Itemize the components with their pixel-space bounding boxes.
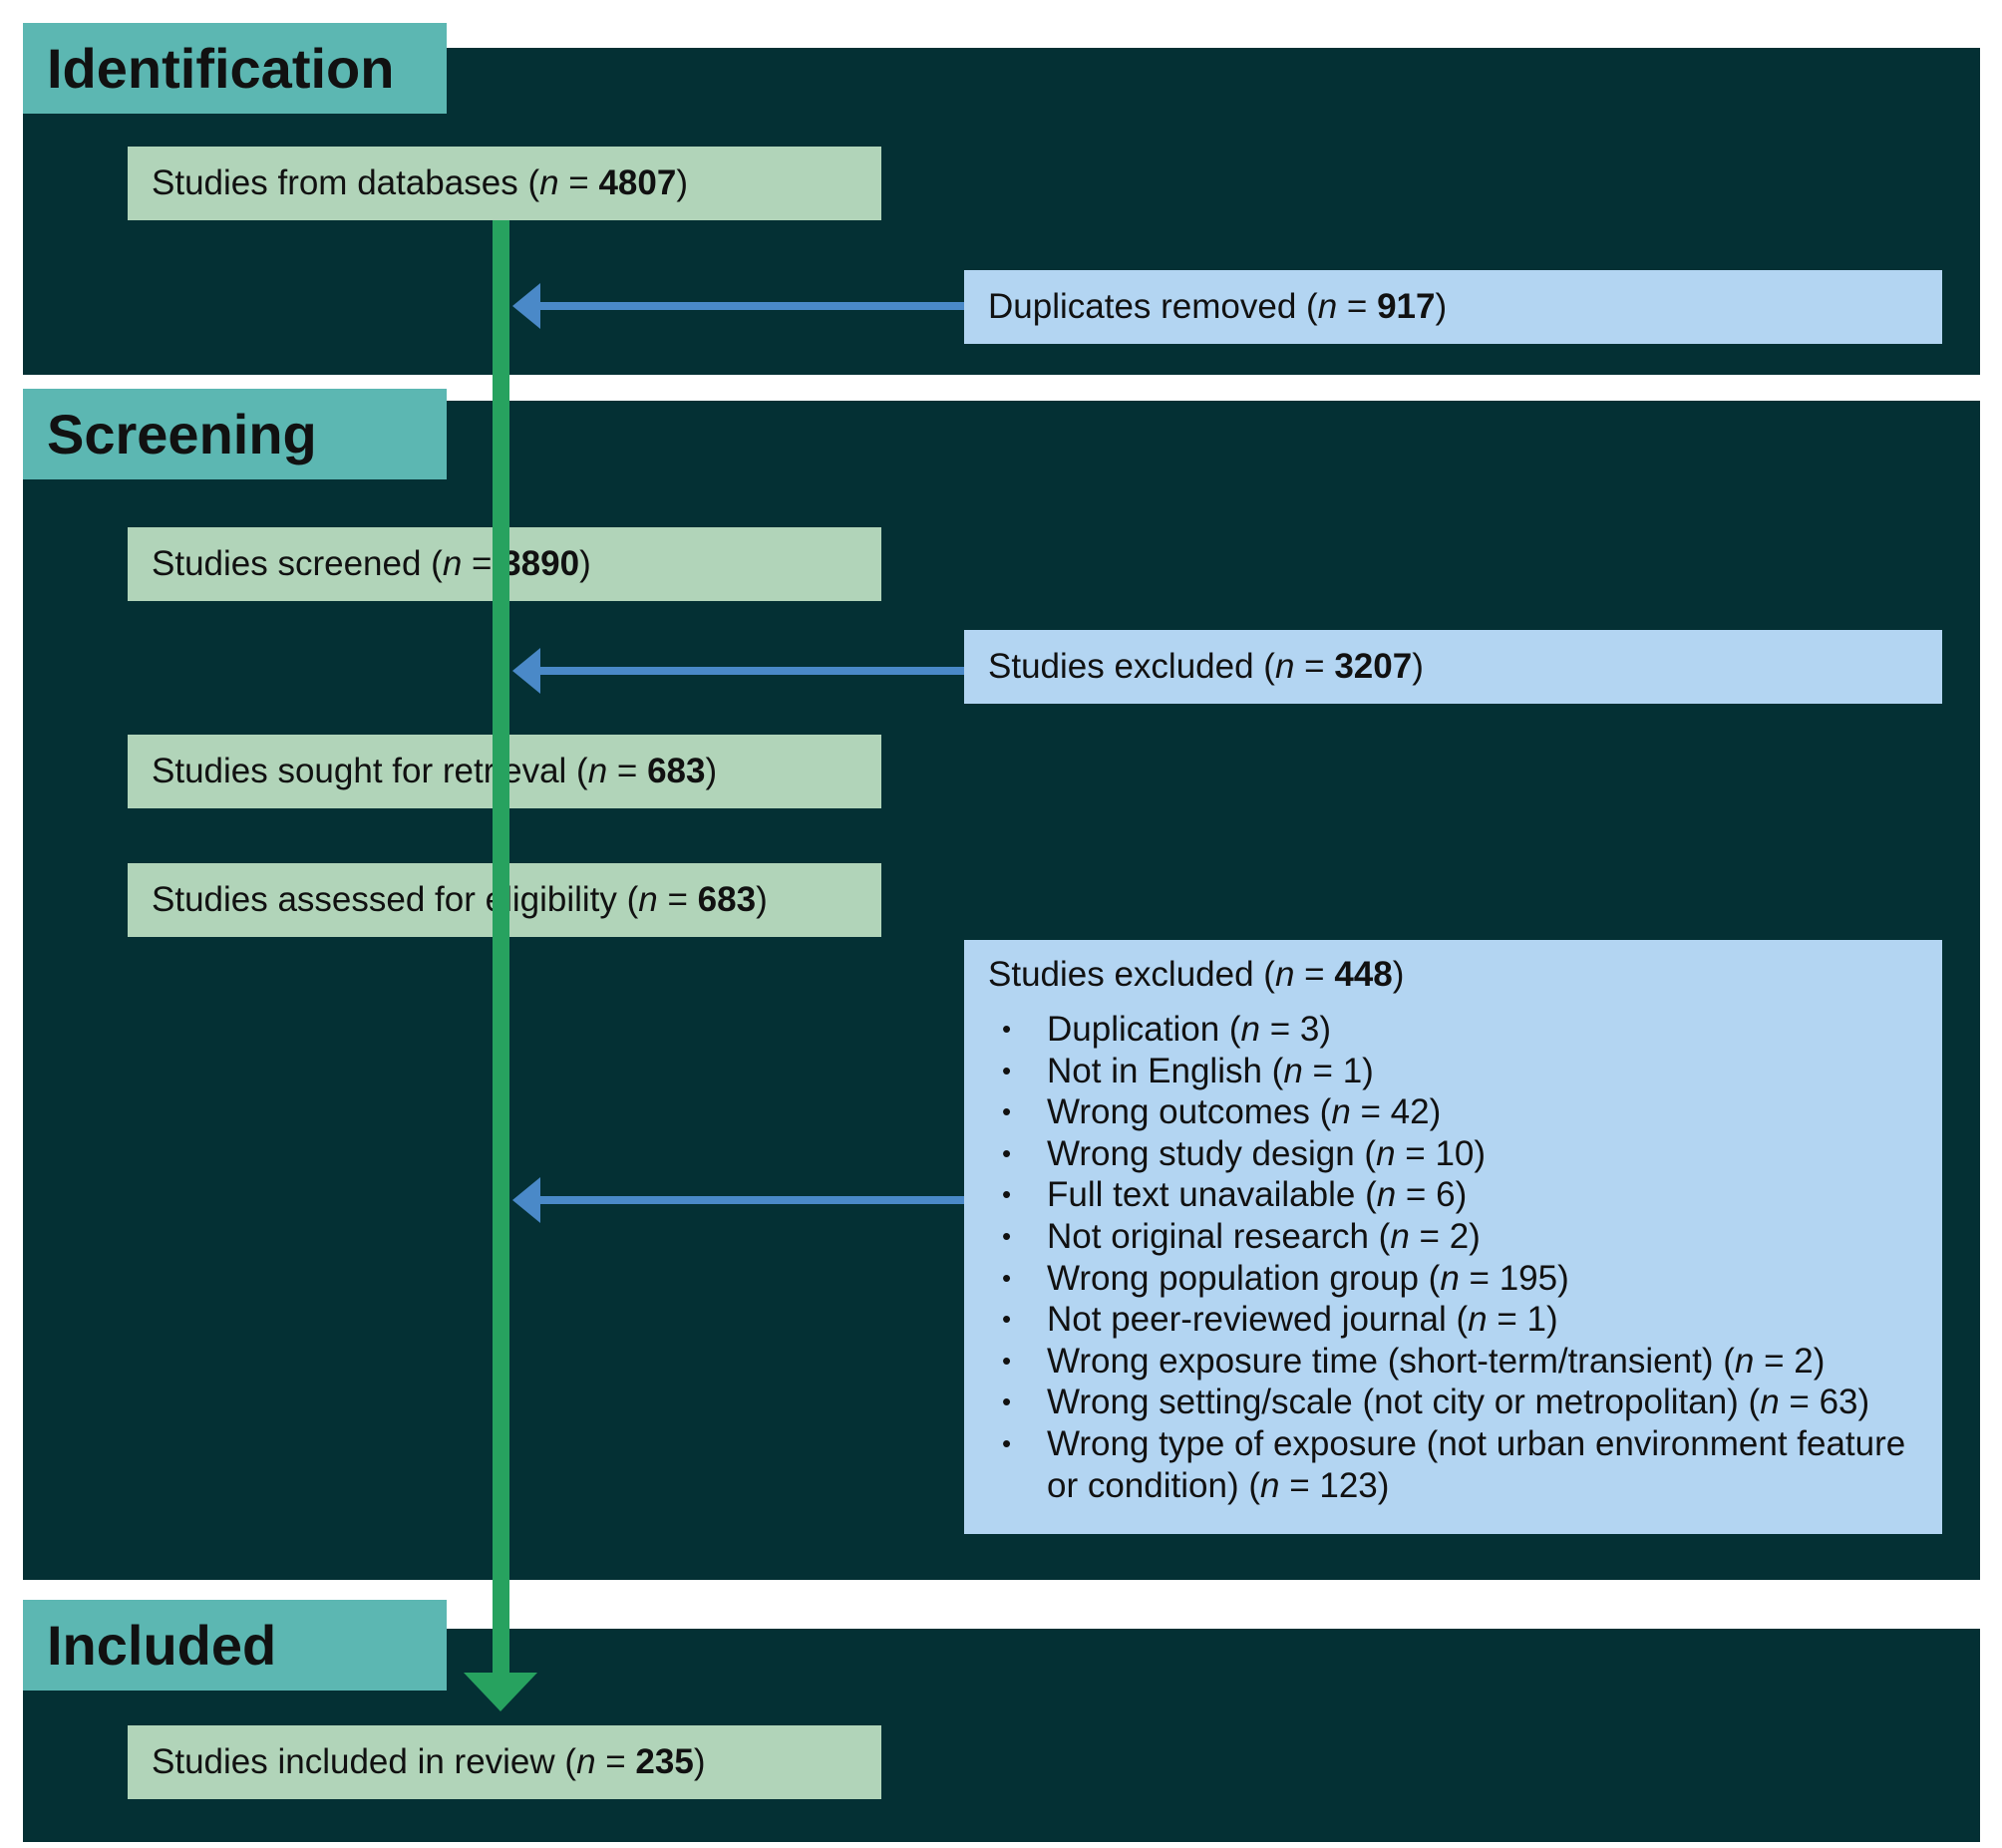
n-symbol: n [1376, 1175, 1397, 1215]
n-symbol: n [1390, 1216, 1410, 1256]
excluded-screening-arrow-line [530, 667, 964, 675]
exclusion-reason-count: 10 [1435, 1133, 1475, 1173]
duplicates-label: Duplicates removed [988, 287, 1297, 326]
n-symbol: n [1376, 1133, 1396, 1173]
exclusion-reason-count: 195 [1499, 1258, 1558, 1298]
n-symbol: n [587, 752, 608, 790]
main-flow-arrowhead [464, 1673, 537, 1711]
duplicates-box: Duplicates removed (n = 917) [964, 270, 1942, 344]
exclusion-reason-item: Wrong setting/scale (not city or metropo… [988, 1382, 1942, 1423]
n-symbol: n [1468, 1300, 1488, 1340]
stage-screening-text: Screening [47, 403, 317, 465]
exclusion-reason-item: Wrong exposure time (short-term/transien… [988, 1341, 1942, 1383]
n-symbol: n [1734, 1341, 1755, 1381]
excluded-eligibility-arrow-line [530, 1196, 964, 1204]
exclusion-reason-label: Wrong exposure time (short-term/transien… [1047, 1341, 1714, 1381]
excluded-eligibility-box: Studies excluded (n = 448) Duplication (… [964, 940, 1942, 1534]
exclusion-reason-count: 2 [1794, 1341, 1814, 1381]
screened-label: Studies screened [152, 544, 422, 583]
n-symbol: n [1260, 1465, 1280, 1505]
n-symbol: n [442, 544, 463, 583]
screened-count: 3890 [501, 544, 580, 583]
sought-count: 683 [647, 752, 706, 790]
exclusion-reason-label: Full text unavailable [1047, 1175, 1356, 1215]
n-symbol: n [1440, 1258, 1460, 1298]
n-symbol: n [1240, 1010, 1261, 1049]
stage-label-included: Included [23, 1600, 447, 1691]
duplicates-arrowhead [512, 283, 540, 329]
exclusion-reason-label: Wrong outcomes [1047, 1092, 1310, 1132]
assessed-label: Studies assessed for eligibility [152, 880, 617, 919]
excluded-screening-box: Studies excluded (n = 3207) [964, 630, 1942, 704]
excluded-screening-arrowhead [512, 648, 540, 694]
included-box: Studies included in review (n = 235) [128, 1725, 881, 1799]
n-symbol: n [1331, 1092, 1351, 1132]
exclusion-reason-item: Not in English (n = 1) [988, 1051, 1942, 1092]
n-symbol: n [1283, 1051, 1303, 1090]
exclusion-reason-count: 63 [1819, 1383, 1858, 1422]
exclusion-reason-item: Duplication (n = 3) [988, 1009, 1942, 1051]
stage-included-text: Included [47, 1614, 277, 1677]
n-symbol: n [1760, 1383, 1780, 1422]
excluded-screening-label: Studies excluded [988, 647, 1254, 686]
exclusion-reason-item: Wrong population group (n = 195) [988, 1258, 1942, 1300]
exclusion-reason-count: 3 [1299, 1010, 1320, 1049]
n-symbol: n [1274, 955, 1295, 994]
exclusion-reason-count: 6 [1436, 1175, 1456, 1215]
excluded-screening-count: 3207 [1334, 647, 1413, 686]
n-symbol: n [638, 880, 658, 919]
included-count: 235 [635, 1742, 694, 1781]
exclusion-reason-label: Wrong study design [1047, 1133, 1355, 1173]
exclusion-reason-item: Wrong study design (n = 10) [988, 1133, 1942, 1175]
duplicates-arrow-line [530, 302, 964, 310]
exclusion-reason-item: Not peer-reviewed journal (n = 1) [988, 1299, 1942, 1341]
databases-label: Studies from databases [152, 163, 518, 202]
exclusion-reason-count: 42 [1390, 1092, 1430, 1132]
exclusion-reason-item: Not original research (n = 2) [988, 1216, 1942, 1258]
exclusion-reason-label: Duplication [1047, 1010, 1220, 1049]
main-flow-line [493, 220, 509, 1676]
exclusion-reason-label: Not in English [1047, 1051, 1262, 1090]
exclusion-reason-count: 1 [1526, 1300, 1546, 1340]
exclusion-reason-count: 2 [1449, 1216, 1470, 1256]
excluded-eligibility-label: Studies excluded [988, 955, 1254, 994]
exclusion-reason-count: 1 [1342, 1051, 1363, 1090]
n-symbol: n [576, 1742, 596, 1781]
exclusion-reason-label: Not peer-reviewed journal [1047, 1300, 1447, 1340]
included-label: Studies included in review [152, 1742, 555, 1781]
n-symbol: n [1317, 287, 1338, 326]
exclusion-reason-label: Not original research [1047, 1216, 1369, 1256]
databases-box: Studies from databases (n = 4807) [128, 147, 881, 220]
assessed-box: Studies assessed for eligibility (n = 68… [128, 863, 881, 937]
stage-label-identification: Identification [23, 23, 447, 114]
exclusion-reason-label: Wrong setting/scale (not city or metropo… [1047, 1383, 1739, 1422]
stage-label-screening: Screening [23, 389, 447, 479]
exclusion-reason-item: Wrong outcomes (n = 42) [988, 1091, 1942, 1133]
excluded-eligibility-count: 448 [1334, 955, 1393, 994]
exclusion-reason-item: Wrong type of exposure (not urban enviro… [988, 1423, 1942, 1506]
exclusion-reason-label: Wrong population group [1047, 1258, 1419, 1298]
n-symbol: n [1274, 647, 1295, 686]
exclusion-reason-item: Full text unavailable (n = 6) [988, 1174, 1942, 1216]
exclusion-reason-label: Wrong type of exposure (not urban enviro… [1047, 1423, 1906, 1505]
duplicates-count: 917 [1377, 287, 1436, 326]
stage-identification-text: Identification [47, 37, 395, 100]
excluded-eligibility-arrowhead [512, 1177, 540, 1223]
exclusion-reasons-list: Duplication (n = 3)Not in English (n = 1… [988, 1009, 1942, 1506]
assessed-count: 683 [697, 880, 757, 919]
exclusion-reason-count: 123 [1319, 1465, 1378, 1505]
databases-count: 4807 [598, 163, 677, 202]
n-symbol: n [539, 163, 559, 202]
